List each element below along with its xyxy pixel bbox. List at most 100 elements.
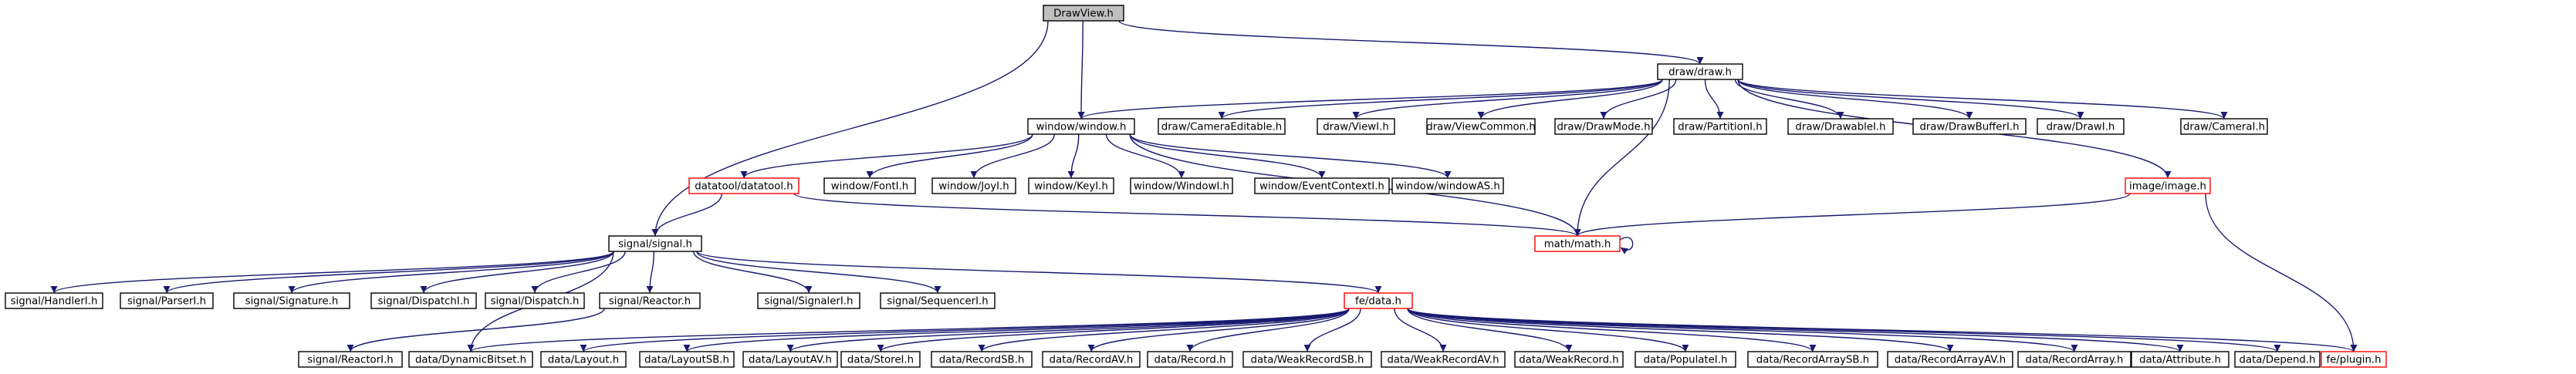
edge-draw-to-drawablei (1734, 79, 1844, 120)
edge-fedata-to-weakrecordav (1394, 308, 1447, 352)
edge-fedata-to-attribute (1407, 308, 2184, 352)
node-data-recordarray-h[interactable]: data/RecordArray.h (2017, 351, 2131, 368)
node-data-weakrecordsb-h[interactable]: data/WeakRecordSB.h (1242, 351, 1372, 368)
node-signal-signature-h[interactable]: signal/Signature.h (233, 292, 350, 309)
node-box (1130, 177, 1233, 194)
node-box (2234, 351, 2321, 368)
node-box (1554, 118, 1653, 135)
node-datatool-datatool-h[interactable]: datatool/datatool.h (688, 177, 800, 194)
node-box (1673, 118, 1767, 135)
node-data-recordarrayav-h[interactable]: data/RecordArrayAV.h (1887, 351, 2013, 368)
node-label: data/PopulateI.h (1644, 355, 1728, 366)
edge-fedata-to-layout (580, 308, 1350, 352)
edge-fedata-to-plugin (1407, 308, 2358, 352)
node-fe-plugin-h[interactable]: fe/plugin.h (2321, 351, 2387, 368)
node-signal-dispatchi-h[interactable]: signal/DispatchI.h (370, 292, 477, 309)
edge-fedata-to-recordarrayav (1407, 308, 1954, 352)
node-label: window/window.h (1036, 122, 1127, 133)
node-signal-dispatch-h[interactable]: signal/Dispatch.h (485, 292, 585, 309)
node-data-layoutav-h[interactable]: data/LayoutAV.h (742, 351, 838, 368)
node-data-depend-h[interactable]: data/Depend.h (2234, 351, 2321, 368)
edge-image-to-math (1574, 193, 2131, 237)
node-data-recordarraysb-h[interactable]: data/RecordArraySB.h (1747, 351, 1878, 368)
node-window-keyi-h[interactable]: window/KeyI.h (1028, 177, 1114, 194)
node-box (1242, 351, 1372, 368)
node-signal-reactori-h[interactable]: signal/ReactorI.h (298, 351, 403, 368)
node-draw-cameraeditable-h[interactable]: draw/CameraEditable.h (1158, 118, 1286, 135)
node-box (540, 351, 627, 368)
node-draw-partitioni-h[interactable]: draw/PartitionI.h (1673, 118, 1767, 135)
node-draw-drawi-h[interactable]: draw/DrawI.h (2037, 118, 2125, 135)
node-box (2017, 351, 2131, 368)
node-math-math-h[interactable]: math/math.h (1534, 235, 1621, 252)
node-label: signal/DispatchI.h (378, 296, 470, 308)
node-box (608, 235, 702, 252)
node-image-image-h[interactable]: image/image.h (2125, 177, 2211, 194)
node-draw-drawmode-h[interactable]: draw/DrawMode.h (1554, 118, 1653, 135)
node-data-storei-h[interactable]: data/StoreI.h (840, 351, 921, 368)
node-window-joyi-h[interactable]: window/JoyI.h (931, 177, 1016, 194)
node-data-populatei-h[interactable]: data/PopulateI.h (1635, 351, 1736, 368)
node-drawview-h[interactable]: DrawView.h (1043, 5, 1124, 22)
node-window-window-h[interactable]: window/window.h (1027, 118, 1135, 135)
edge-signal-to-fedata (696, 251, 1382, 294)
node-data-recordav-h[interactable]: data/RecordAV.h (1042, 351, 1141, 368)
node-data-weakrecordav-h[interactable]: data/WeakRecordAV.h (1381, 351, 1506, 368)
node-window-windowas-h[interactable]: window/windowAS.h (1391, 177, 1504, 194)
node-label: data/RecordArray.h (2026, 355, 2124, 366)
node-label: draw/DrawMode.h (1557, 122, 1650, 133)
node-window-eventcontexti-h[interactable]: window/EventContextI.h (1254, 177, 1390, 194)
node-label: data/StoreI.h (847, 355, 914, 366)
node-fe-data-h[interactable]: fe/data.h (1344, 292, 1413, 309)
edge-fedata-to-record (1186, 308, 1350, 352)
node-label: draw/DrawBufferI.h (1919, 122, 2019, 133)
node-box (298, 351, 403, 368)
node-data-record-h[interactable]: data/Record.h (1147, 351, 1233, 368)
node-label: window/JoyI.h (938, 181, 1009, 193)
node-signal-signal-h[interactable]: signal/signal.h (608, 235, 702, 252)
edge-draw-to-window (1077, 79, 1663, 120)
edge-window-to-windowi (1105, 133, 1185, 179)
node-label: data/WeakRecordAV.h (1387, 355, 1499, 366)
node-box (688, 177, 800, 194)
node-data-layout-h[interactable]: data/Layout.h (540, 351, 627, 368)
edges (50, 20, 2358, 352)
node-window-fonti-h[interactable]: window/FontI.h (823, 177, 916, 194)
node-draw-drawbufferi-h[interactable]: draw/DrawBufferI.h (1912, 118, 2027, 135)
node-data-dynamicbitset-h[interactable]: data/DynamicBitset.h (408, 351, 533, 368)
node-data-layoutsb-h[interactable]: data/LayoutSB.h (639, 351, 735, 368)
node-data-attribute-h[interactable]: data/Attribute.h (2131, 351, 2229, 368)
node-label: signal/signal.h (618, 239, 692, 251)
node-data-recordsb-h[interactable]: data/RecordSB.h (931, 351, 1033, 368)
node-data-weakrecord-h[interactable]: data/WeakRecord.h (1514, 351, 1624, 368)
edge-draw-to-cameraeditable (1218, 79, 1663, 120)
node-draw-camerai-h[interactable]: draw/CameraI.h (2180, 118, 2268, 135)
node-draw-draw-h[interactable]: draw/draw.h (1657, 63, 1743, 80)
node-label: window/WindowI.h (1134, 181, 1229, 193)
node-box (1147, 351, 1233, 368)
edge-math-to-math (1619, 237, 1634, 254)
node-box (485, 292, 585, 309)
node-draw-viewi-h[interactable]: draw/ViewI.h (1317, 118, 1395, 135)
node-label: draw/DrawableI.h (1795, 122, 1885, 133)
node-signal-sequenceri-h[interactable]: signal/SequencerI.h (880, 292, 996, 309)
edge-signal-to-signature (288, 251, 614, 294)
node-window-windowi-h[interactable]: window/WindowI.h (1130, 177, 1233, 194)
node-box (1514, 351, 1624, 368)
edge-fedata-to-recordarray (1407, 308, 2078, 352)
node-box (1042, 351, 1141, 368)
edge-signal-to-dispatch (531, 251, 626, 294)
node-box (1426, 118, 1536, 135)
edge-signal-to-dispatchi (420, 251, 614, 294)
node-draw-viewcommon-h[interactable]: draw/ViewCommon.h (1426, 118, 1536, 135)
node-signal-signaleri-h[interactable]: signal/SignalerI.h (757, 292, 860, 309)
node-signal-parseri-h[interactable]: signal/ParserI.h (120, 292, 214, 309)
edge-drawview-to-window (1077, 20, 1085, 120)
node-signal-reactor-h[interactable]: signal/Reactor.h (599, 292, 701, 309)
node-label: data/Layout.h (548, 355, 619, 366)
node-label: signal/Dispatch.h (491, 296, 580, 308)
node-signal-handleri-h[interactable]: signal/HandlerI.h (5, 292, 103, 309)
node-draw-drawablei-h[interactable]: draw/DrawableI.h (1787, 118, 1894, 135)
node-box (1043, 5, 1124, 22)
